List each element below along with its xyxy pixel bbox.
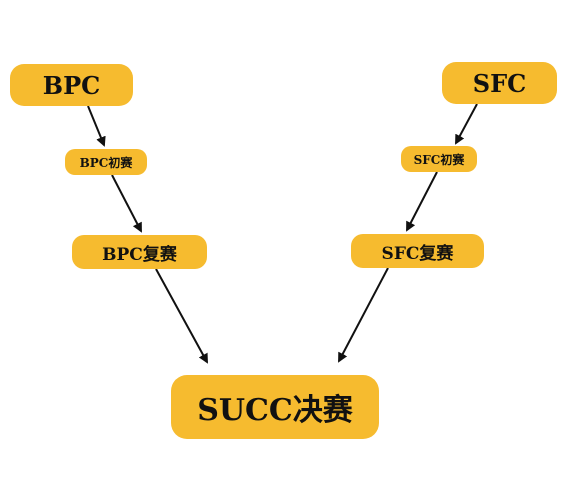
arrow-bpc-prelim-to-bpc-semi (111, 174, 142, 233)
node-bpc-semifinal-label: BPC复赛 (102, 244, 177, 265)
arrow-sfc-prelim-to-sfc-semi (406, 171, 438, 232)
node-bpc-label: BPC (42, 70, 101, 100)
node-sfc-preliminary: SFC初赛 (401, 146, 477, 172)
node-sfc-label: SFC (472, 68, 527, 98)
node-bpc: BPC (10, 64, 133, 106)
arrow-bpc-to-bpc-prelim (87, 105, 106, 147)
arrow-sfc-semi-to-succ-final (338, 267, 389, 363)
node-succ-final-label: SUCC决赛 (197, 393, 353, 428)
node-sfc-semifinal: SFC复赛 (351, 234, 484, 268)
node-succ-final: SUCC决赛 (171, 375, 379, 439)
arrow-sfc-to-sfc-prelim (455, 103, 478, 145)
arrow-bpc-semi-to-succ-final (155, 268, 208, 364)
node-bpc-semifinal: BPC复赛 (72, 235, 207, 269)
node-bpc-preliminary: BPC初赛 (65, 149, 147, 175)
node-sfc: SFC (442, 62, 557, 104)
node-sfc-preliminary-label: SFC初赛 (413, 152, 465, 167)
node-sfc-semifinal-label: SFC复赛 (381, 243, 454, 264)
node-bpc-preliminary-label: BPC初赛 (79, 155, 133, 170)
